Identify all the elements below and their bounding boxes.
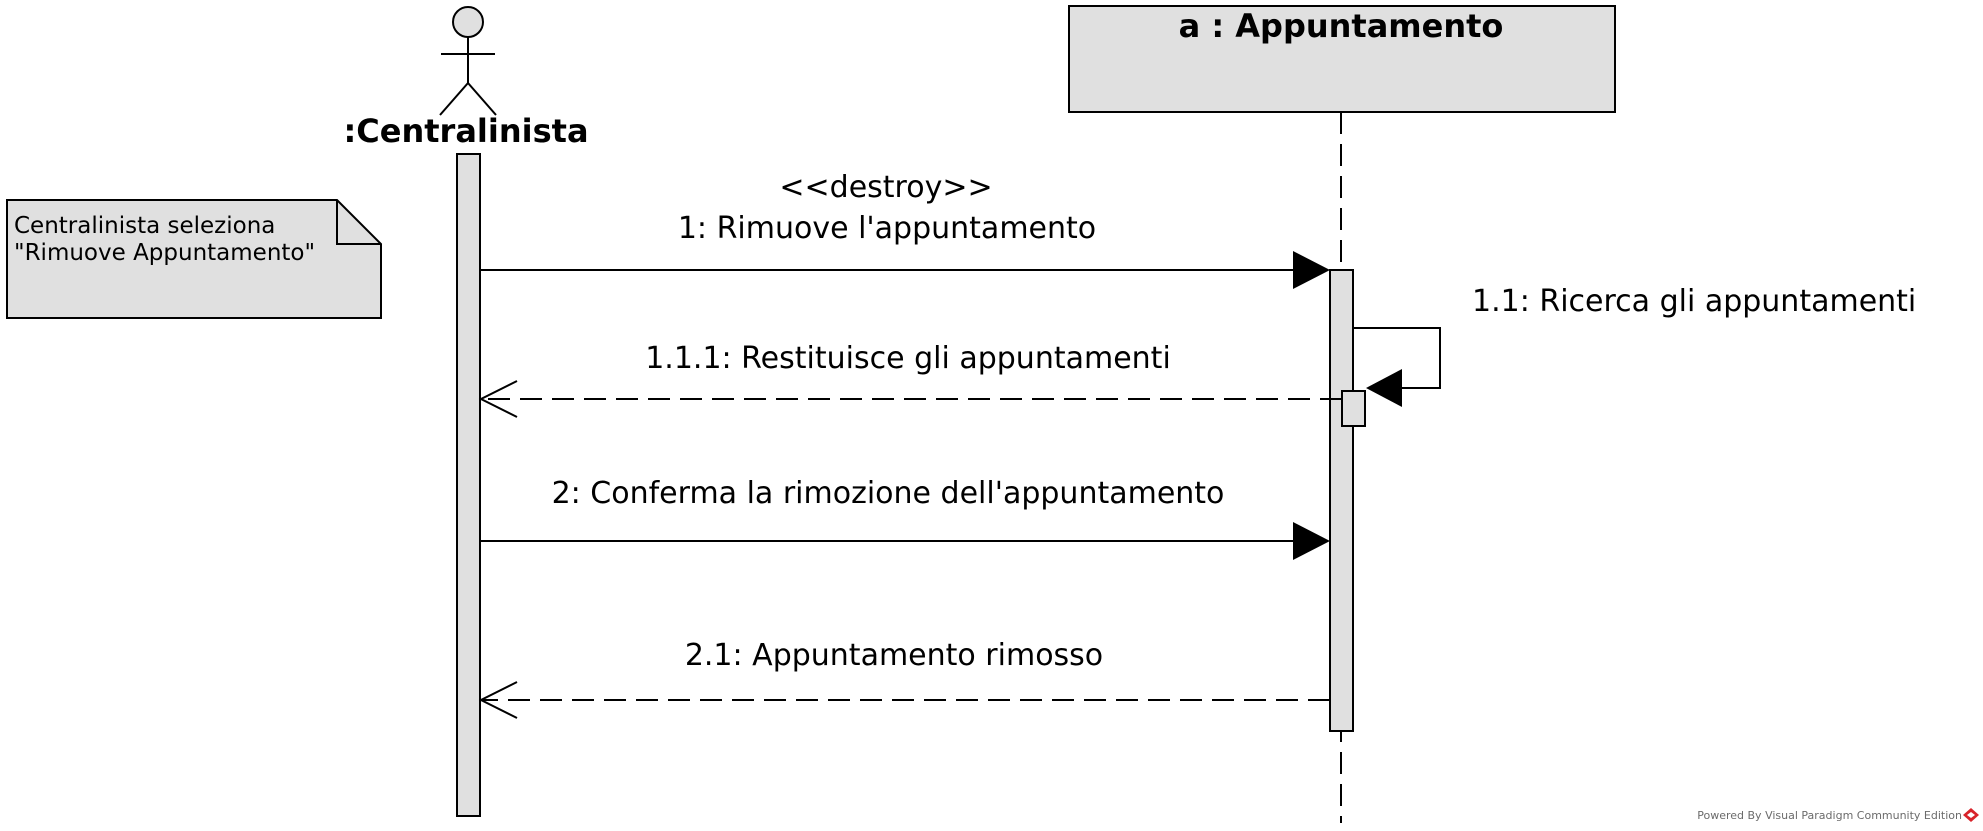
- message-1-1-1[interactable]: 1.1.1: Restituisce gli appuntamenti: [478, 341, 1342, 418]
- actor-leg-right: [467, 82, 497, 116]
- note-fold: [336, 200, 381, 245]
- actor-leg-left: [439, 82, 469, 116]
- message-2-1[interactable]: 2.1: Appuntamento rimosso: [478, 638, 1330, 719]
- note-shape: [6, 199, 382, 319]
- object-appuntamento[interactable]: a : Appuntamento: [1068, 5, 1616, 113]
- message-1-stereotype: <<destroy>>: [779, 170, 992, 205]
- message-1-1-arrowhead: [1366, 369, 1402, 407]
- object-box: [1068, 5, 1616, 113]
- message-2-1-arrowhead: [478, 681, 518, 719]
- nested-activation-bar: [1341, 390, 1366, 427]
- message-1-arrowhead: [1293, 251, 1330, 289]
- actor-name: :Centralinista: [343, 112, 588, 150]
- object-name: a : Appuntamento: [1179, 7, 1504, 45]
- visual-paradigm-logo-icon: [1963, 808, 1979, 822]
- note-line-2: "Rimuove Appuntamento": [14, 240, 315, 266]
- message-1-1-1-label: 1.1.1: Restituisce gli appuntamenti: [645, 341, 1171, 376]
- message-1-1[interactable]: 1.1: Ricerca gli appuntamenti: [1353, 284, 1916, 407]
- note-line-1: Centralinista seleziona: [14, 213, 275, 239]
- message-2-1-label: 2.1: Appuntamento rimosso: [685, 638, 1103, 673]
- message-1-1-line: [1353, 327, 1441, 389]
- actor-head: [452, 6, 484, 38]
- message-2-arrowhead: [1293, 522, 1330, 560]
- actor-centralinista[interactable]: :Centralinista: [343, 6, 589, 150]
- watermark: Powered By Visual Paradigm Community Edi…: [1697, 808, 1979, 822]
- actor-activation-bar: [456, 153, 481, 817]
- message-1-label: 1: Rimuove l'appuntamento: [678, 211, 1096, 246]
- message-1-1-1-arrowhead: [478, 380, 518, 418]
- message-2-label: 2: Conferma la rimozione dell'appuntamen…: [552, 476, 1225, 511]
- message-1[interactable]: <<destroy>> 1: Rimuove l'appuntamento: [480, 170, 1330, 289]
- message-1-1-label: 1.1: Ricerca gli appuntamenti: [1472, 284, 1916, 319]
- note[interactable]: Centralinista seleziona "Rimuove Appunta…: [6, 199, 382, 319]
- watermark-text: Powered By Visual Paradigm Community Edi…: [1697, 809, 1962, 822]
- message-2[interactable]: 2: Conferma la rimozione dell'appuntamen…: [480, 476, 1330, 560]
- object-activation-bar: [1329, 269, 1354, 732]
